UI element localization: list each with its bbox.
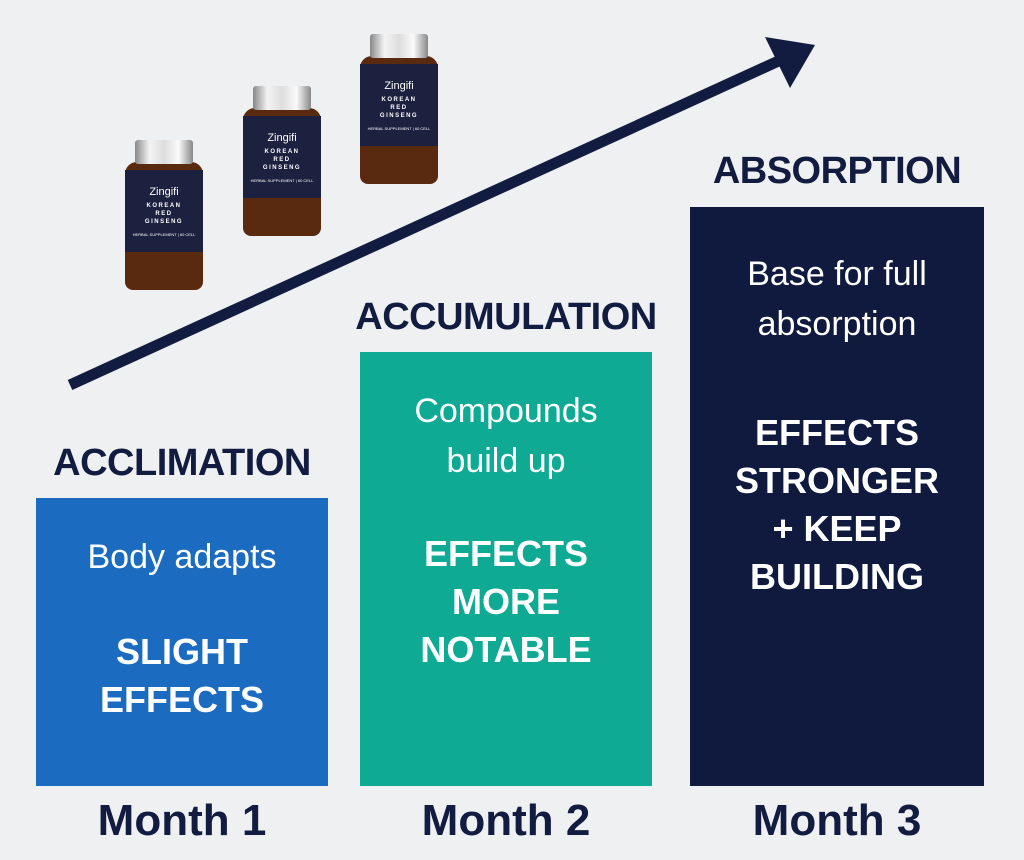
product-name: RED — [390, 105, 408, 111]
stage-3-heading: ABSORPTION — [712, 150, 962, 192]
product-name: KOREAN — [264, 149, 300, 155]
stage-1-heading: ACCLIMATION — [53, 442, 311, 484]
brand: Zingifi — [149, 186, 179, 198]
product-name: RED — [155, 211, 173, 217]
stage-2-box: Compounds build up EFFECTS MORE NOTABLE — [360, 352, 652, 786]
ginseng-bottle-2: Zingifi KOREAN RED GINSENG HERBAL SUPPLEME… — [243, 86, 321, 236]
stage-2-subtitle: Compounds build up — [414, 392, 598, 480]
stage-1-subtitle: Body adapts — [87, 538, 277, 576]
stage-1-box: Body adapts SLIGHT EFFECTS — [36, 498, 328, 786]
stage-2-effect: EFFECTS MORE NOTABLE — [420, 533, 592, 670]
month-3-label: Month 3 — [752, 796, 922, 845]
month-1-label: Month 1 — [97, 796, 267, 845]
product-footer: HERBAL SUPPLEMENT | 60 CELL — [132, 232, 196, 237]
product-name: GINSENG — [262, 165, 302, 171]
stage-3-effect: EFFECTS STRONGER + KEEP BUILDING — [734, 412, 939, 597]
product-footer: HERBAL SUPPLEMENT | 60 CELL — [250, 178, 314, 183]
product-footer: HERBAL SUPPLEMENT | 60 CELL — [367, 126, 431, 131]
brand: Zingifi — [384, 80, 414, 92]
stage-1-effect: SLIGHT EFFECTS — [99, 631, 264, 720]
stage-2-heading: ACCUMULATION — [355, 296, 657, 338]
ginseng-bottle-3: Zingifi KOREAN RED GINSENG HERBAL SUPPLEME… — [360, 34, 438, 184]
product-name: GINSENG — [379, 113, 419, 119]
product-name: GINSENG — [144, 219, 184, 225]
month-2-label: Month 2 — [421, 796, 591, 845]
product-name: KOREAN — [381, 97, 417, 103]
ginseng-bottle-1: Zingifi KOREAN RED GINSENG HERBAL SUPPLEME… — [125, 140, 203, 290]
stage-3-box: Base for full absorption EFFECTS STRONGE… — [690, 207, 984, 786]
stage-3-subtitle: Base for full absorption — [747, 255, 927, 343]
product-name: KOREAN — [146, 203, 182, 209]
brand: Zingifi — [267, 132, 297, 144]
product-name: RED — [273, 157, 291, 163]
